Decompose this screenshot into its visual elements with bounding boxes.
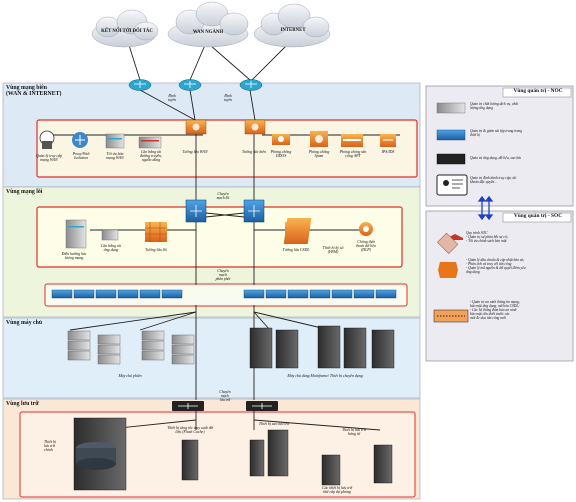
app-data-server-icon <box>436 153 466 165</box>
qos-server-icon <box>436 102 466 114</box>
hsm-icon <box>283 218 312 244</box>
router-icon <box>178 79 202 91</box>
primary-storage-label: Thiết bị lưu trữ chính <box>44 440 56 453</box>
noc-item-label: Quản trị ứng dụng, dữ liệu, sao lưu <box>470 156 522 160</box>
noc-item-label: Quản trị định danh truy cập; tài khoản đ… <box>470 176 517 185</box>
core-item-label: Thiết bị ký số (HSM) <box>322 246 344 255</box>
monitoring-server-icon <box>436 129 466 141</box>
dist-switch-box <box>44 283 408 307</box>
soc-item-label: - Quản lý dấu chuẩn & cập nhật bản vá; -… <box>466 258 526 275</box>
dr-storage-label: Các thiết bị lưu trữ thứ cấp dự phòng <box>322 486 352 495</box>
firewall-icon <box>185 119 207 135</box>
patch-badge-icon <box>438 262 458 278</box>
tape-library-label: Thiết bị lưu trữ băng từ <box>342 428 366 437</box>
noc-item-label: Quản trị & giám sát tập trung trang thiế… <box>470 129 523 138</box>
core-item-label: Điều hướng lưu lượng mạng <box>61 252 87 261</box>
identity-card-icon <box>436 174 468 196</box>
edge-item-label: Phòng chống tấn công APT <box>339 150 367 159</box>
cloud-internet-label: INTERNET <box>280 28 306 33</box>
cloud-internet <box>253 3 331 48</box>
core-item-label: Tường lửa CSDL <box>282 248 310 252</box>
cloud-wan-label: WAN NGÀNH <box>192 30 224 35</box>
flash-cache-label: Thiết bị tăng tốc truy xuất dữ liệu (Fla… <box>167 426 213 435</box>
mainframe-label: Máy chủ dùng Mainframe/ Thiết bị chuyên … <box>287 374 363 378</box>
tape-library-icon <box>321 454 341 486</box>
blade-servers-label: Máy chủ phiến <box>118 374 142 378</box>
ddos-icon <box>272 134 290 145</box>
edge-item-label: Proxy/Web Isolation <box>72 152 90 161</box>
edge-item-label: Tường lửa WAN <box>182 150 208 154</box>
cloud-partner-label: KẾT NỐI TỚI ĐỐI TÁC <box>101 29 153 34</box>
edge-item-label: Quản lý truy cập mạng WAN <box>35 154 63 163</box>
edge-item-label: Tường lửa biên <box>241 150 267 154</box>
load-balancer-icon <box>138 136 162 149</box>
spam-icon <box>310 131 328 147</box>
primary-storage-icon <box>73 417 127 491</box>
soc-item-label: - Quản trị an ninh thông tin mạng, bảo m… <box>470 300 520 321</box>
noc-item-label: Quản trị chất lượng dịch vụ, chất lượng … <box>470 102 519 111</box>
core-item-label: Tường lửa lõi <box>145 248 167 252</box>
firewall-icon <box>244 119 266 135</box>
core-item-label: Chống thất thoát dữ liệu (DLP) <box>356 240 376 253</box>
app-load-balancer-icon <box>101 229 119 241</box>
mainframe-racks-icon <box>249 325 395 369</box>
distribution-switches <box>51 289 397 299</box>
flash-cache-icon <box>181 439 199 481</box>
padlock-icon <box>39 130 55 149</box>
routing-label-right: Định tuyến <box>224 94 232 102</box>
ips-icon <box>380 134 396 147</box>
storage-switch-icon <box>172 401 204 411</box>
soc-shield-icon <box>437 232 463 254</box>
proxy-icon <box>72 132 88 148</box>
dr-storage-icon <box>373 444 393 484</box>
routing-label-left: Định tuyến <box>168 94 176 102</box>
blade-servers-icon <box>67 330 195 365</box>
noc-soc-link-icon <box>477 195 494 221</box>
core-zone-label: Vùng mạng lõi <box>6 189 43 195</box>
edge-zone-label: Vùng mạng biên (WAN & INTERNET) <box>6 85 62 98</box>
cloud-wan <box>167 1 249 48</box>
soc-panel <box>425 210 574 362</box>
traffic-director-icon <box>65 219 87 249</box>
edge-item-label: Phòng chống Spam <box>308 150 330 159</box>
wan-optimizer-icon <box>105 133 125 149</box>
distribution-switch-label: Chuyển mạch phân phối <box>215 269 231 281</box>
edge-item-label: Tối ưu hóa mạng WAN <box>106 152 124 161</box>
router-icon <box>239 79 263 91</box>
core-firewall-icon <box>145 222 167 242</box>
edge-services-box <box>36 119 418 178</box>
backup-storage-label: Thiết bị sao lưu trữ <box>258 422 290 426</box>
cloud-partner <box>91 9 159 48</box>
security-appliance-icon <box>433 309 469 323</box>
noc-title: Vùng quản trị - NOC <box>513 88 563 94</box>
router-icon <box>128 79 152 91</box>
storage-switch-icon <box>246 401 278 411</box>
backup-storage-icon <box>249 429 289 477</box>
core-switch-label: Chuyển mạch lõi <box>216 192 230 200</box>
soc-title: Vùng quản trị - SOC <box>513 213 563 219</box>
dlp-icon <box>359 222 373 236</box>
edge-item-label: IPS/IDS <box>381 150 395 154</box>
server-zone-label: Vùng máy chủ <box>6 320 43 326</box>
edge-item-label: Cân bằng tải đường truyền, nguồn dùng <box>140 150 162 163</box>
soc-item-label: Quy trình SOC - Quản trị sự phản hồi sự … <box>466 231 508 244</box>
storage-switch-label: Chuyển mạch lưu trữ <box>219 390 231 402</box>
core-item-label: Cân bằng tải ứng dụng <box>100 244 122 253</box>
core-switch-icon <box>185 199 207 223</box>
core-switch-icon <box>243 199 265 223</box>
storage-zone-label: Vùng lưu trữ <box>6 401 39 407</box>
apt-icon <box>341 134 363 147</box>
edge-item-label: Phòng chống DDOS <box>270 150 292 159</box>
